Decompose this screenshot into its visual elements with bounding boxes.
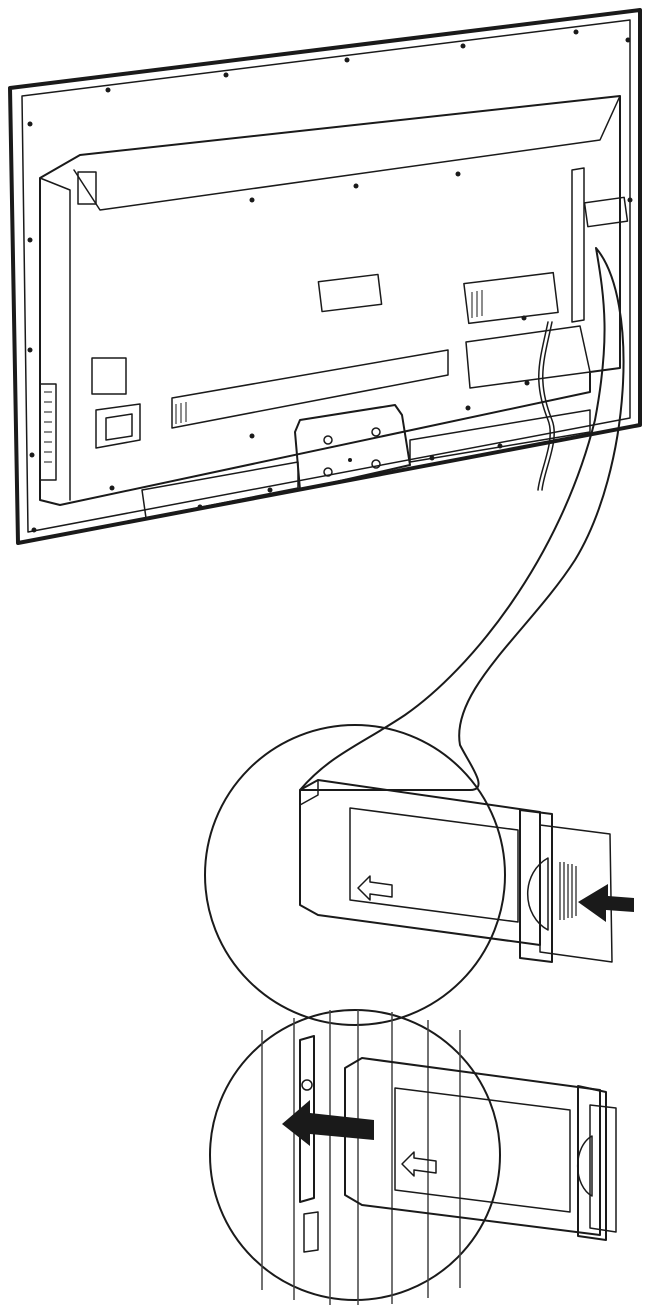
smart-card — [539, 824, 613, 963]
tv-badge — [77, 171, 97, 205]
tv-stand-center — [348, 458, 352, 462]
tv-side-terminal-pins — [44, 391, 52, 463]
tv-left-label — [91, 357, 127, 395]
cam-module-inner-panel — [349, 807, 519, 923]
detail-circle-2 — [209, 1009, 617, 1305]
tv-rating-label — [317, 273, 383, 313]
tv-connector-panel — [463, 271, 559, 325]
tv-stand-bracket — [294, 404, 411, 491]
tv-bottom-rail — [141, 409, 591, 519]
cam-connector-end-2 — [577, 1085, 607, 1241]
insert-cam-arrow-icon — [282, 1100, 374, 1146]
smart-card-inserted-notch — [576, 1135, 593, 1197]
detail-circle-1 — [204, 724, 634, 1026]
tv-stand-holes — [323, 427, 381, 477]
tv-cable — [537, 321, 551, 491]
tv-back-housing-left-edge — [39, 177, 71, 501]
detail-circle-1-outline — [204, 724, 506, 1026]
ci-slot-eject-button — [301, 1079, 313, 1091]
callout-leader — [299, 247, 625, 791]
slot-panel-lines — [261, 1010, 461, 1305]
tv-left-jack — [95, 403, 141, 449]
cam-connector-end — [519, 809, 553, 963]
ci-slot-lower-port — [303, 1211, 319, 1253]
cam-direction-arrow-icon-2 — [401, 1151, 437, 1177]
detail-circle-2-outline — [209, 1009, 501, 1301]
ci-slot — [299, 1035, 315, 1203]
tv-back-panel — [8, 8, 642, 545]
smart-card-inserted — [589, 1104, 617, 1233]
insert-smart-card-arrow-icon — [578, 884, 634, 922]
smart-card-notch — [527, 857, 549, 931]
tv-cable-2 — [541, 321, 555, 491]
cam-direction-arrow-icon — [357, 875, 393, 901]
smart-card-chip-icon — [559, 862, 577, 920]
cam-module-top-edge — [299, 779, 319, 806]
tv-terminal-strip — [171, 349, 449, 429]
cam-module-inner-panel-2 — [394, 1087, 571, 1213]
tv-ci-slot-column — [571, 167, 585, 323]
tv-terminal-pins — [175, 402, 187, 424]
tv-ci-slot — [583, 196, 629, 228]
tv-back-housing-top-bevel — [73, 95, 621, 211]
tv-side-terminal — [39, 383, 57, 481]
tv-connector-pins — [471, 290, 483, 318]
tv-outer-frame — [8, 8, 642, 545]
tv-inner-frame — [21, 19, 631, 533]
tv-lower-block — [465, 325, 591, 389]
cam-module-body-2 — [344, 1057, 601, 1236]
